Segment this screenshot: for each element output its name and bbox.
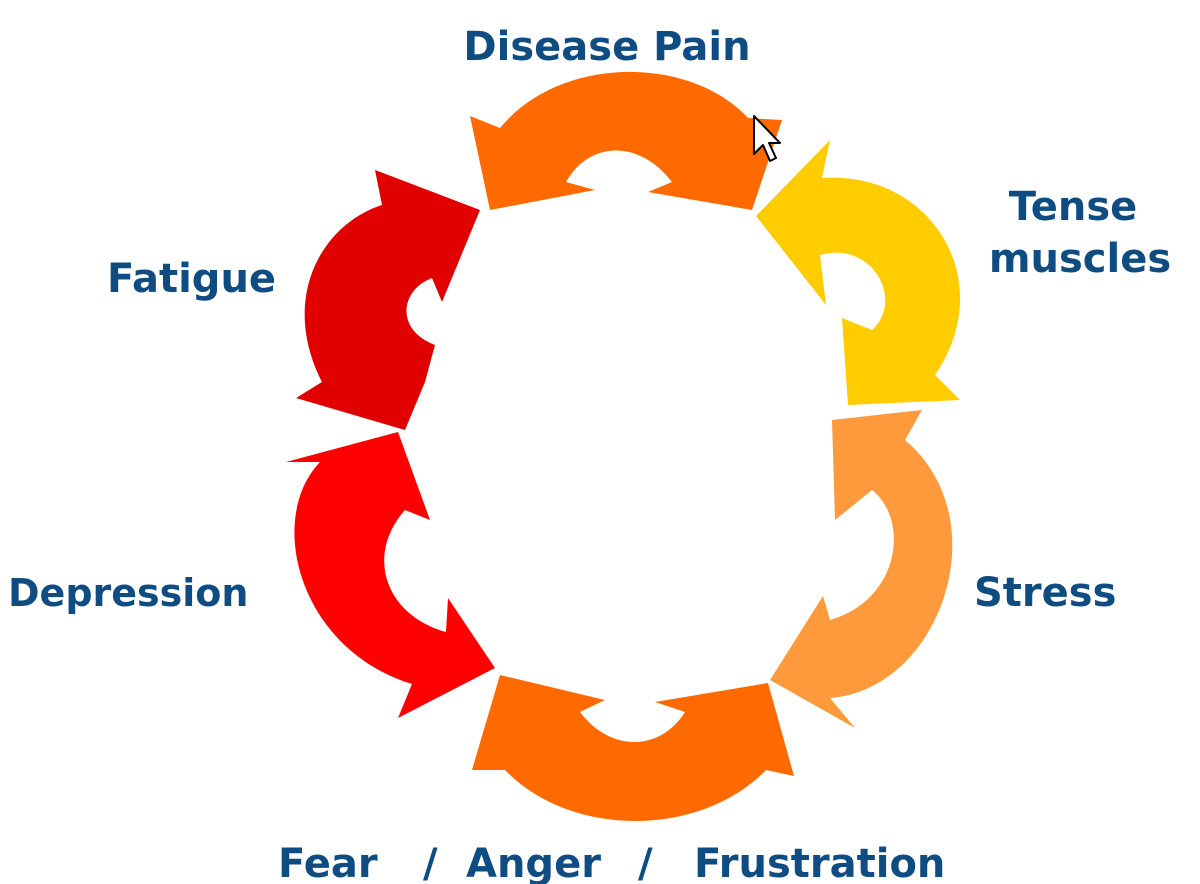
label-fatigue: Fatigue <box>107 256 276 302</box>
label-tense: Tense <box>1009 184 1138 230</box>
disease-pain-arrow <box>470 71 782 210</box>
label-fear: Fear <box>278 841 378 884</box>
label-muscles: muscles <box>989 236 1171 282</box>
tense-muscles-arrow <box>756 140 961 405</box>
label-anger: Anger <box>466 841 601 884</box>
depression-arrow <box>286 432 495 718</box>
fatigue-arrow <box>296 170 480 430</box>
mouse-cursor-icon <box>753 115 781 162</box>
label-frustration: Frustration <box>694 841 945 884</box>
stress-arrow <box>770 410 953 728</box>
label-separator-2: / <box>638 841 653 884</box>
label-disease-pain: Disease Pain <box>463 24 750 70</box>
fear-anger-frustration-arrow <box>472 675 794 821</box>
label-stress: Stress <box>974 570 1116 616</box>
label-separator-1: / <box>423 841 438 884</box>
label-depression: Depression <box>8 571 248 615</box>
